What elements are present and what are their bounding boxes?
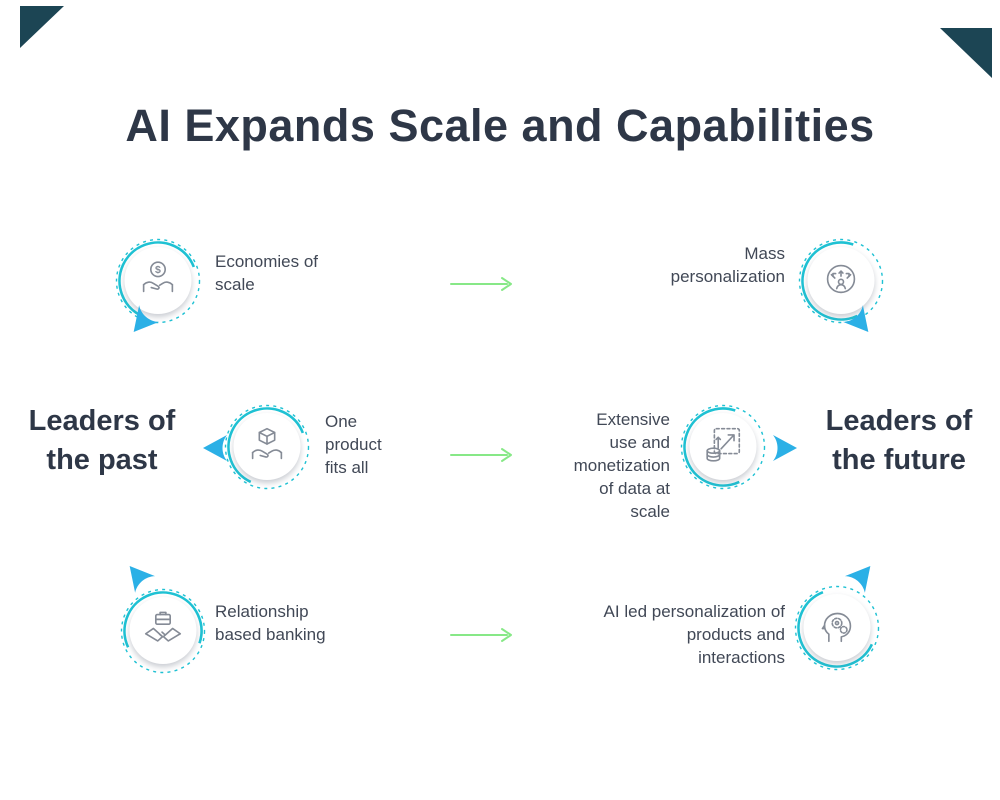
past-item-label-2: One product fits all [325,412,382,477]
future-item-label-1: Mass personalization [670,244,785,286]
transform-arrow-right-icon [450,628,512,642]
transform-arrow-right-icon [450,448,512,462]
flow-arrow-down-left-icon [133,305,160,332]
relationship-banking-medallion [120,588,206,674]
hands-box-icon [251,427,283,460]
data-monetization-medallion [680,404,766,490]
leaders-of-the-future-label: Leaders of the future [825,405,973,476]
flow-arrow-right-icon [773,435,797,461]
transform-arrow-right-icon [450,277,512,291]
medallion-ring [224,404,310,490]
flow-arrow-left-icon [203,435,227,461]
corner-decoration-top-left [20,6,64,48]
svg-text:$: $ [155,264,161,276]
handshake-briefcase-icon [144,611,182,642]
mass-personalization-icon [826,264,856,294]
future-item-label-2: Extensive use and monetization of data a… [573,410,670,521]
past-item-label-3: Relationship based banking [215,602,326,644]
flow-arrow-up-right-icon [844,566,871,593]
leaders-of-the-past-label: Leaders of the past [28,405,176,476]
ai-personalization-medallion [794,585,880,671]
medallion-ring [120,588,206,674]
economies-of-scale-medallion: $ [115,238,201,324]
past-item-label-1: Economies of scale [215,252,318,294]
page-title: AI Expands Scale and Capabilities [125,100,875,151]
mass-personalization-medallion [798,238,884,324]
hands-dollar-icon: $ [142,261,174,293]
one-product-medallion [224,404,310,490]
data-monetization-icon [706,427,741,462]
corner-decoration-top-right [940,28,992,78]
flow-arrow-down-right-icon [842,305,869,332]
future-item-label-3: AI led personalization of products and i… [603,602,785,667]
head-gears-icon [821,612,852,643]
flow-arrow-up-left-icon [129,566,156,593]
